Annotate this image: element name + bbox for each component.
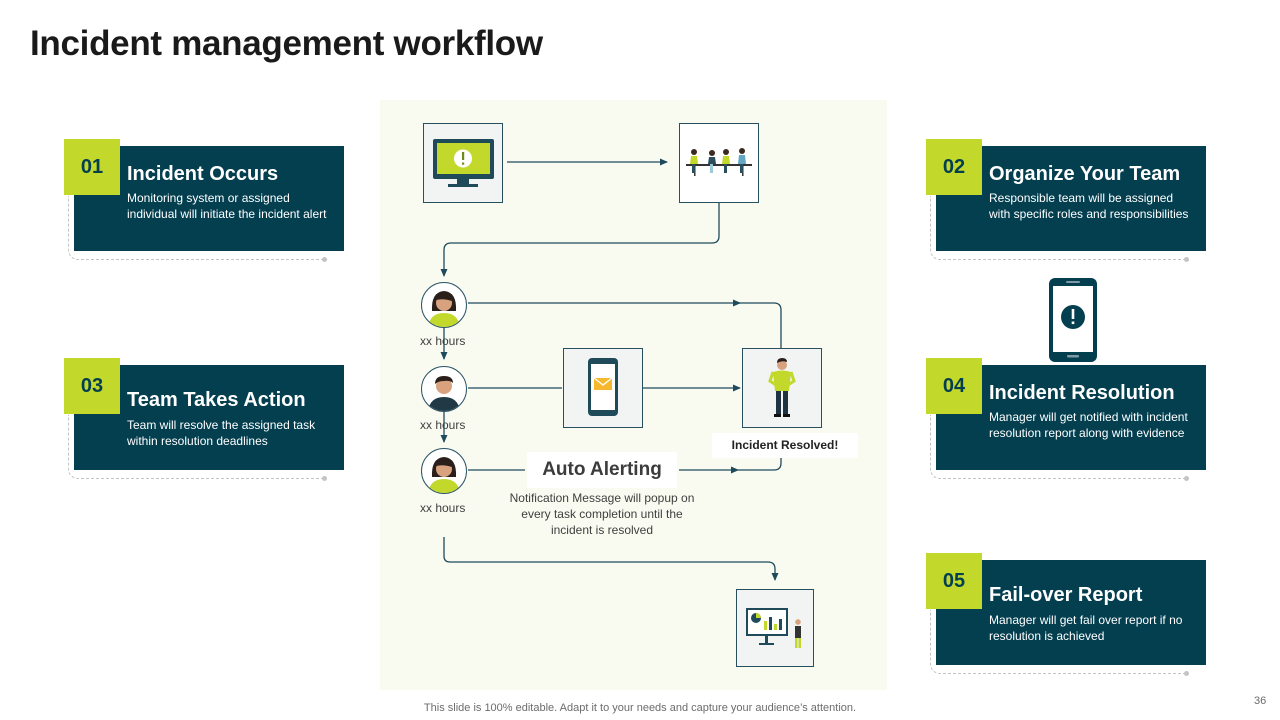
phone-alert-icon xyxy=(1049,278,1097,362)
step-03-title: Team Takes Action xyxy=(127,389,306,411)
monitor-alert-box xyxy=(423,123,503,203)
step-02-dashed-outline xyxy=(930,196,1189,262)
female-avatar-icon xyxy=(421,282,467,328)
team-meeting-icon xyxy=(686,148,752,176)
auto-alerting-title: Auto Alerting xyxy=(527,452,677,488)
step-02-description: Responsible team will be assigned with s… xyxy=(989,191,1189,221)
step-04-dashed-outline xyxy=(930,415,1189,481)
step-03-number-badge: 03 xyxy=(64,358,120,414)
male-avatar-icon xyxy=(421,366,467,412)
step-01-title: Incident Occurs xyxy=(127,163,279,185)
step-05-description: Manager will get fail over report if no … xyxy=(989,613,1183,643)
auto-alerting-desc: Notification Message will popup on every… xyxy=(509,491,695,537)
page-number: 36 xyxy=(1254,695,1267,707)
step-03-description: Team will resolve the assigned task with… xyxy=(127,418,316,448)
monitor-alert-icon xyxy=(433,139,494,187)
person-standing-box xyxy=(742,348,822,428)
presentation-dashboard-icon xyxy=(746,608,801,648)
step-01-number-badge: 01 xyxy=(64,139,120,195)
person-standing-icon xyxy=(768,358,796,417)
step-01-description: Monitoring system or assigned individual… xyxy=(127,191,327,221)
female-avatar-icon xyxy=(421,448,467,494)
hours-label-3: xx hours xyxy=(420,501,466,515)
team-meeting-box xyxy=(679,123,759,203)
page-title: Incident management workflow xyxy=(30,24,543,63)
step-02-title: Organize Your Team xyxy=(989,163,1181,185)
step-04-description: Manager will get notified with incident … xyxy=(989,410,1188,440)
step-03-dashed-outline xyxy=(68,415,327,481)
phone-message-box xyxy=(563,348,643,428)
phone-message-icon xyxy=(588,358,618,416)
step-05-number-badge: 05 xyxy=(926,553,982,609)
step-01-dashed-outline xyxy=(68,196,327,262)
step-02-number-badge: 02 xyxy=(926,139,982,195)
hours-label-2: xx hours xyxy=(420,418,466,432)
step-04-number-badge: 04 xyxy=(926,358,982,414)
incident-resolved-label: Incident Resolved! xyxy=(712,433,858,458)
footer-note: This slide is 100% editable. Adapt it to… xyxy=(423,702,857,714)
presentation-dashboard-box xyxy=(736,589,814,667)
step-05-title: Fail-over Report xyxy=(989,584,1143,606)
step-05-dashed-outline xyxy=(930,610,1189,676)
hours-label-1: xx hours xyxy=(420,334,466,348)
step-04-title: Incident Resolution xyxy=(989,382,1175,404)
